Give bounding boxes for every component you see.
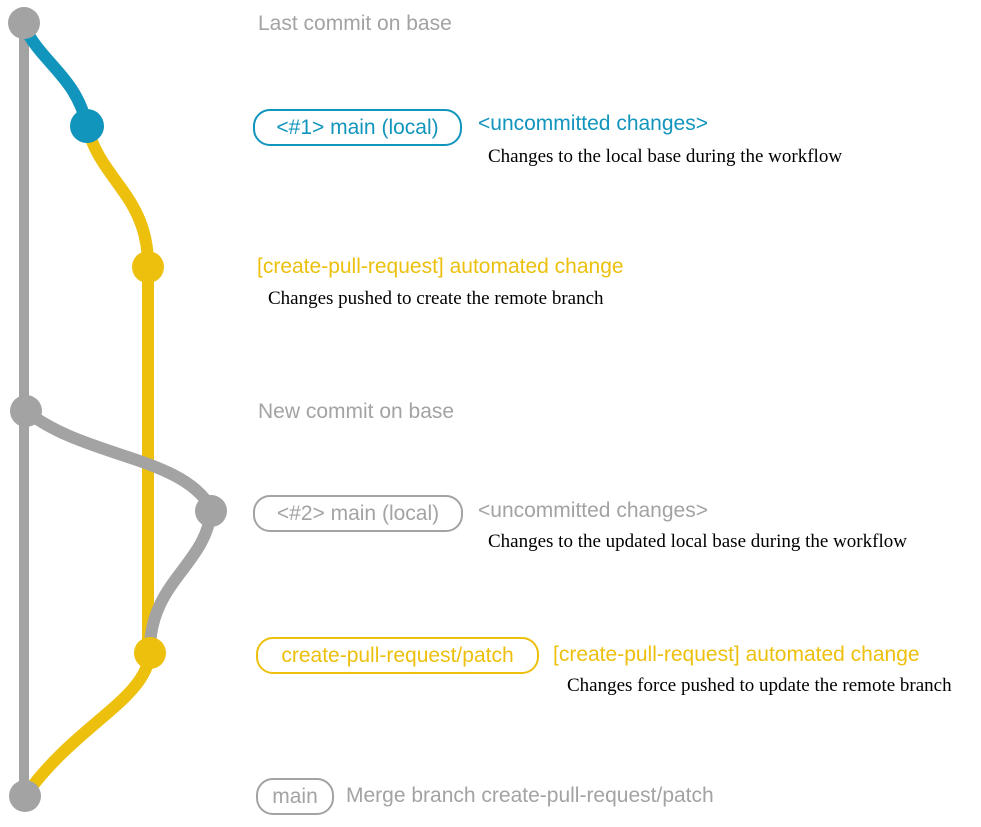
commit-graph [8,7,227,812]
merge-branch-curve [20,652,156,800]
commit-node-patch-1 [132,251,164,283]
commit-node-local-main-1 [70,109,104,143]
commit-node-last-base [8,7,40,39]
heading-automated-change-2: [create-pull-request] automated change [553,643,920,666]
commit-node-merge [9,780,41,812]
heading-merge-branch: Merge branch create-pull-request/patch [346,784,714,807]
description-automated-change-1: Changes pushed to create the remote bran… [268,288,604,309]
commit-node-local-main-2 [195,495,227,527]
description-automated-change-2: Changes force pushed to update the remot… [567,675,952,696]
heading-uncommitted-changes-1: <uncommitted changes> [478,112,708,135]
branch-badge-patch: create-pull-request/patch [256,637,539,674]
heading-uncommitted-changes-2: <uncommitted changes> [478,499,708,522]
label-last-commit-on-base: Last commit on base [258,12,452,35]
branch-badge-main: main [256,778,334,815]
local-main-1-branch-curve [18,23,93,128]
branch-badge-main-local-1: <#1> main (local) [253,109,462,146]
commit-node-new-base [10,395,42,427]
description-uncommitted-changes-2: Changes to the updated local base during… [488,531,907,552]
patch-branch-curve [81,124,154,266]
label-new-commit-on-base: New commit on base [258,400,455,423]
local-main-2-branch-curve-out [144,510,217,651]
description-uncommitted-changes-1: Changes to the local base during the wor… [488,146,843,167]
local-main-2-branch-curve-in [22,406,217,512]
commit-node-patch-2 [134,637,166,669]
branch-badge-main-local-2: <#2> main (local) [253,495,463,532]
heading-automated-change-1: [create-pull-request] automated change [257,255,624,278]
